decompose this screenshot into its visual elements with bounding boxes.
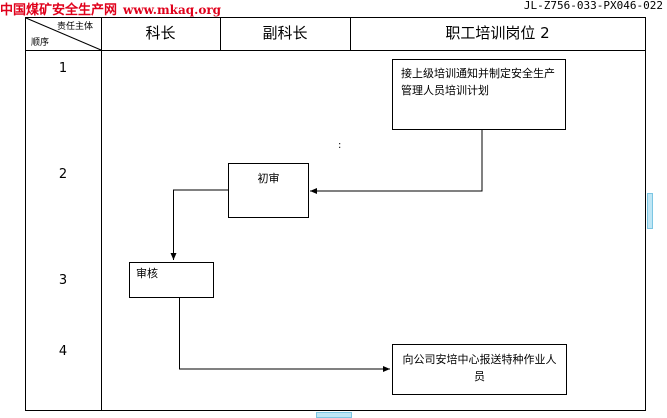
corner-diagonal (25, 17, 102, 51)
stray-mark: : (338, 140, 342, 151)
step-3-box: 审核 (129, 262, 214, 298)
table-border (25, 17, 646, 411)
row-number: 4 (58, 344, 68, 359)
corner-label-order: 顺序 (31, 38, 50, 48)
arrow-step3-to-step4 (179, 298, 390, 372)
arrow-step1-to-step2 (310, 130, 483, 194)
step-1-box: 接上级培训通知并制定安全生产管理人员培训计划 (392, 59, 566, 130)
document-number: JL-Z756-033-PX046-022 (523, 0, 663, 12)
column-header-training-post: 职工培训岗位 2 (445, 24, 550, 42)
row-number: 1 (58, 61, 68, 76)
column-header-deputy-chief: 副科长 (262, 24, 308, 42)
right-resize-handle[interactable] (647, 193, 653, 229)
row-number: 3 (58, 273, 68, 288)
brand-name: 中国煤矿安全生产网 (0, 3, 118, 18)
arrow-step2-to-step3 (170, 189, 228, 260)
row-number: 2 (58, 167, 68, 182)
brand-url: www.mkaq.org (123, 3, 222, 17)
column-header-section-chief: 科长 (145, 24, 176, 42)
corner-label-subject: 责任主体 (57, 22, 94, 32)
step-2-box: 初审 (228, 163, 309, 218)
site-brand: 中国煤矿安全生产网 www.mkaq.org (0, 0, 221, 18)
step-4-box: 向公司安培中心报送特种作业人员 (392, 344, 567, 395)
bottom-resize-handle[interactable] (316, 412, 352, 418)
